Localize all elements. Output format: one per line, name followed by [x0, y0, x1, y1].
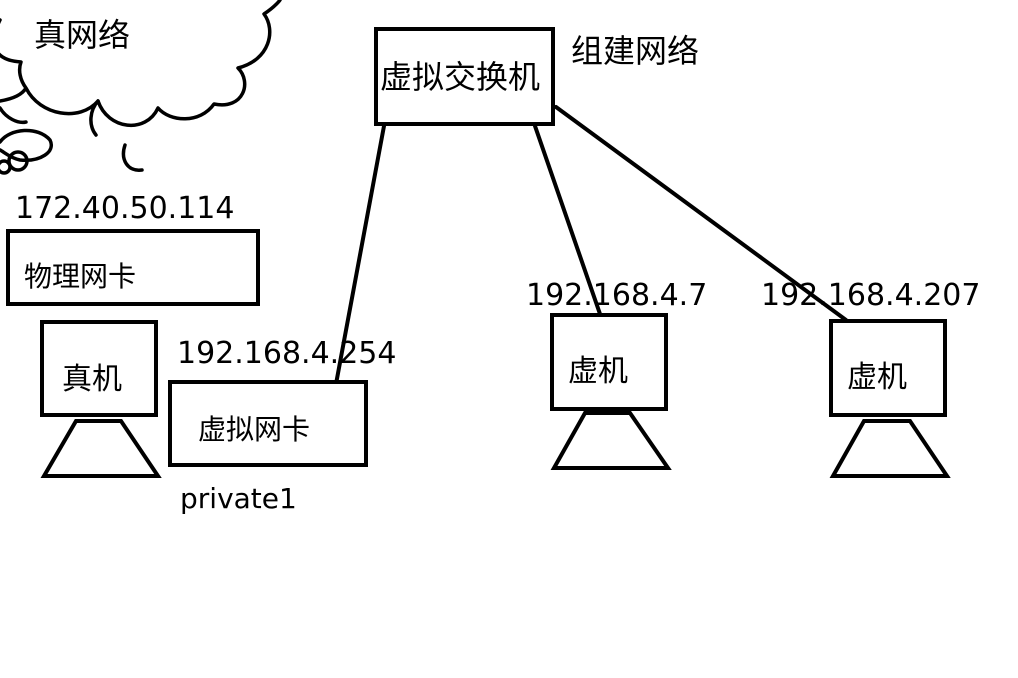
vm2-ip: 192.168.4.207: [761, 278, 980, 313]
switch-to-vm2-link: [554, 105, 848, 322]
physical-nic-box: [6, 229, 260, 306]
switch-to-virtual-nic-link: [334, 124, 386, 386]
virtual-nic-ip: 192.168.4.254: [177, 336, 396, 371]
vm1-label: 虚机: [568, 354, 628, 389]
virtual-switch-label: 虚拟交换机: [380, 58, 540, 96]
virtual-nic-network: private1: [180, 482, 297, 515]
host-monitor: [40, 320, 158, 417]
vm1-stand: [550, 411, 672, 470]
vm1-monitor: [550, 313, 668, 411]
virtual-nic-label: 虚拟网卡: [198, 413, 310, 446]
virtual-switch-box: [374, 27, 555, 126]
real-network-cloud: [0, 0, 282, 175]
vm2-monitor: [829, 319, 947, 417]
build-network-note: 组建网络: [571, 32, 699, 70]
host-stand: [40, 419, 162, 478]
host-label: 真机: [62, 362, 122, 397]
virtual-nic-box: [168, 380, 368, 467]
cloud-label: 真网络: [34, 16, 130, 54]
physical-nic-ip: 172.40.50.114: [15, 191, 234, 226]
physical-nic-label: 物理网卡: [24, 260, 136, 293]
switch-to-vm1-link: [533, 124, 602, 316]
vm2-label: 虚机: [847, 360, 907, 395]
vm2-stand: [829, 419, 951, 478]
vm1-ip: 192.168.4.7: [526, 278, 707, 313]
